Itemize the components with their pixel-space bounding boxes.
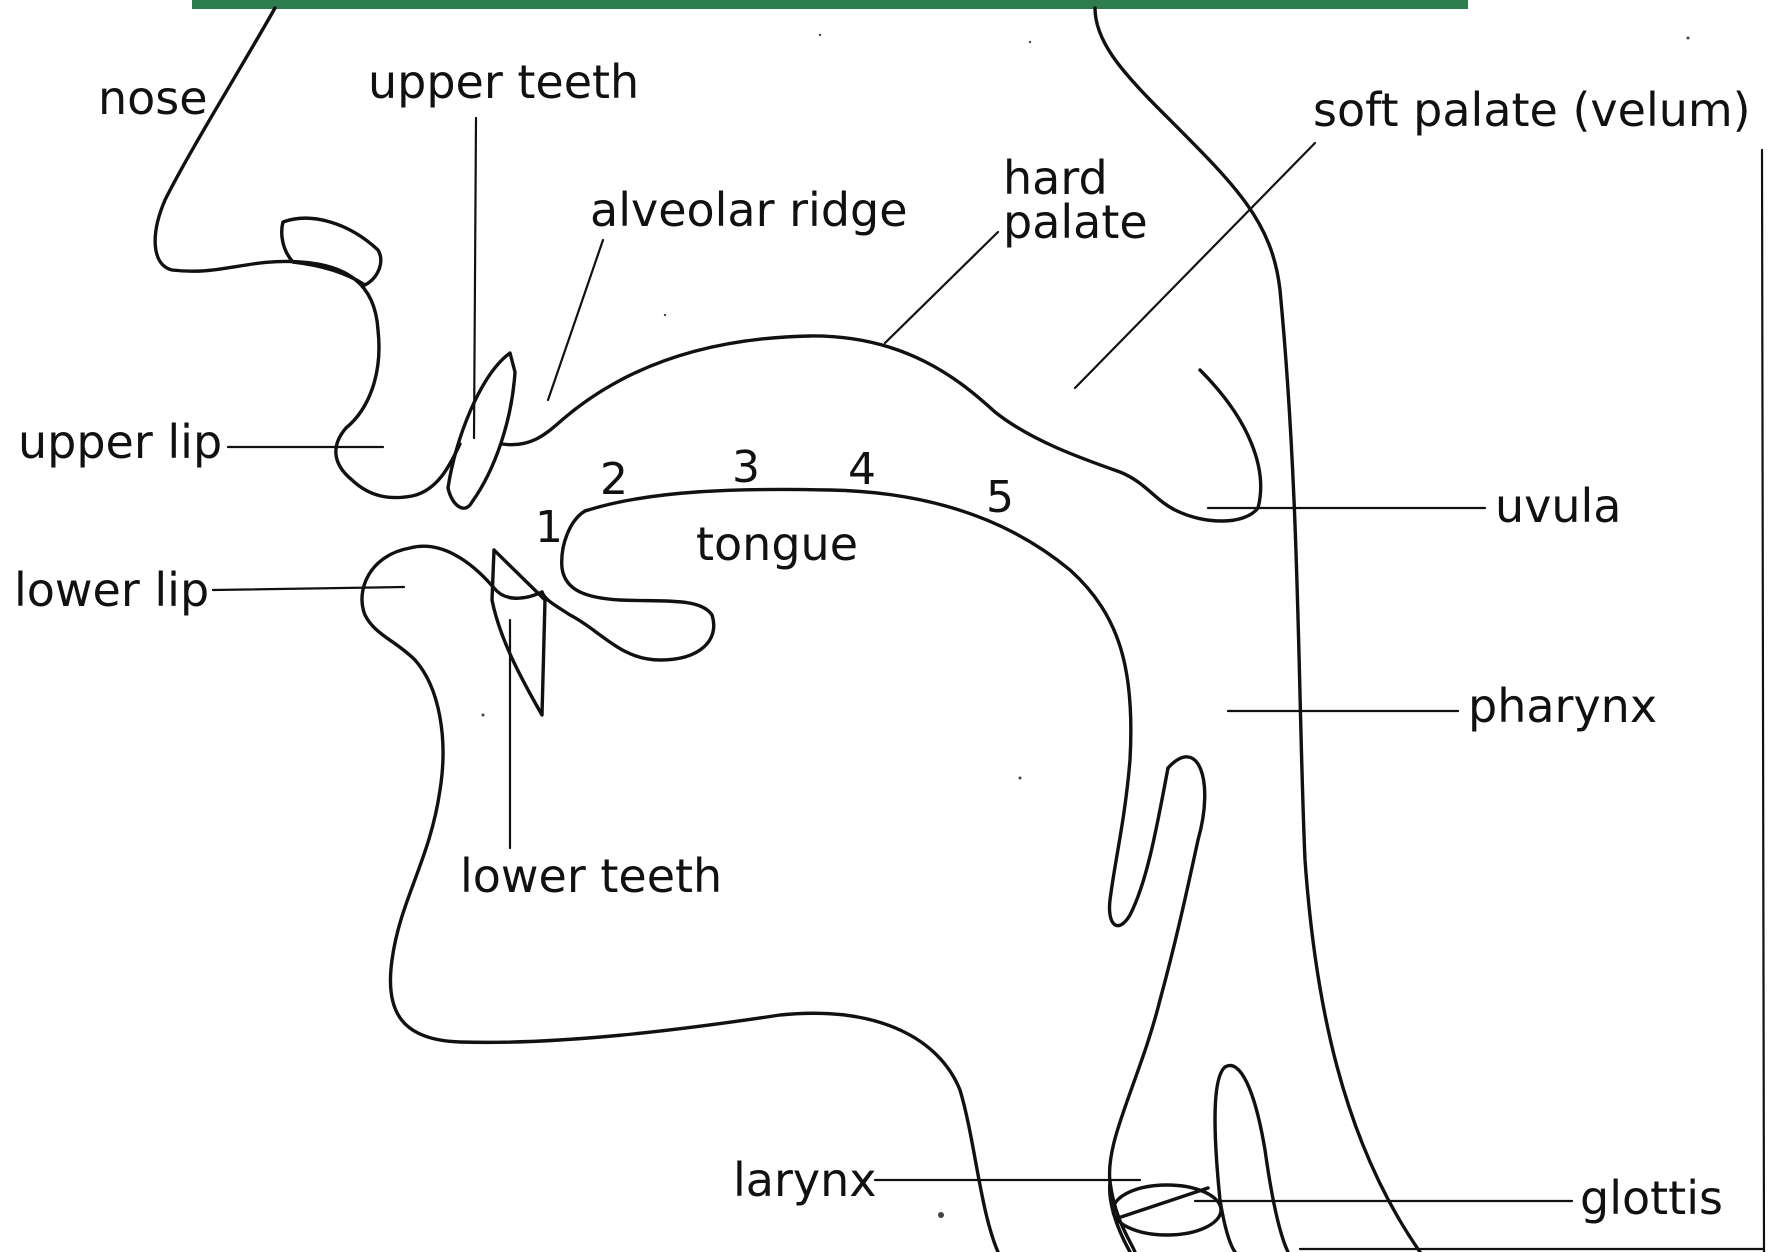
leader-hard-palate [885,232,998,343]
nostril-outline [282,218,381,285]
scan-speck [482,714,485,717]
label-lower-teeth: lower teeth [460,849,722,903]
label-upper-lip: upper lip [18,415,222,469]
label-hard-palate-line2: palate [1003,195,1148,249]
glottis-ellipse [1113,1185,1221,1235]
label-alveolar-ridge: alveolar ridge [590,183,908,237]
leader-alveolar-ridge [548,240,603,400]
place-number-4: 4 [848,444,876,495]
frame-right-edge [1762,150,1764,1252]
arytenoid-outline [1215,1066,1288,1252]
scan-speck [1019,777,1022,780]
upper-tooth-outline [448,353,515,508]
label-glottis: glottis [1580,1171,1723,1225]
label-uvula: uvula [1495,479,1622,533]
label-lower-lip: lower lip [14,563,209,617]
tongue-outline [542,511,714,660]
leader-soft-palate [1075,143,1315,388]
place-number-5: 5 [986,472,1014,523]
label-soft-palate: soft palate (velum) [1313,83,1751,137]
scan-speck [938,1212,944,1218]
scan-speck [664,314,666,316]
scan-speck [1687,37,1690,40]
label-upper-teeth: upper teeth [368,55,639,109]
scan-speck [1029,41,1031,43]
label-larynx: larynx [733,1153,876,1207]
leader-lower-lip [213,587,404,590]
label-nose: nose [98,71,208,125]
label-tongue: tongue [696,517,858,571]
place-number-2: 2 [600,454,628,505]
scan-speck [819,34,821,36]
lower-tooth-outline [492,550,545,715]
place-number-3: 3 [732,442,760,493]
label-pharynx: pharynx [1468,679,1657,733]
leader-upper-teeth [474,118,476,438]
top-banner [192,0,1468,9]
place-number-1: 1 [535,502,563,553]
